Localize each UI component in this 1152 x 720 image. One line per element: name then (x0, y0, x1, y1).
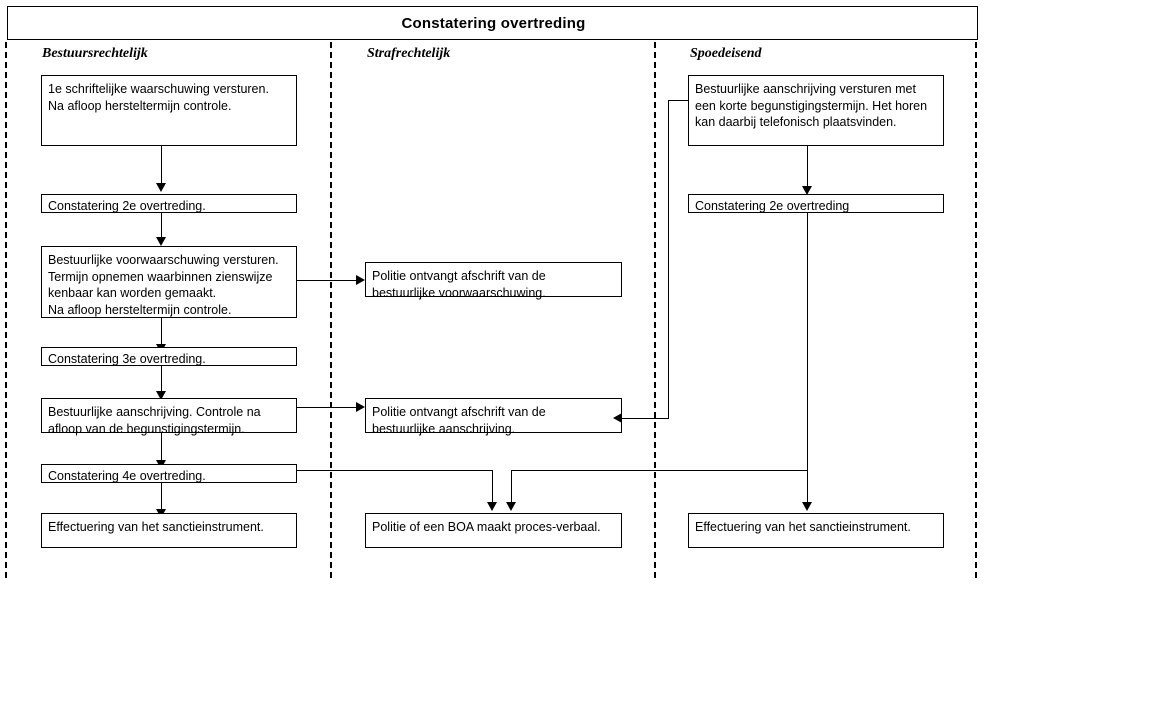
node-s1-line2: bestuurlijke voorwaarschuwing. (372, 285, 546, 300)
node-b7-line1: Effectuering van het sanctieinstrument. (48, 520, 264, 534)
node-b6-line1: Constatering 4e overtreding. (48, 469, 206, 483)
lane-divider-right-border (975, 42, 977, 578)
node-b3: Bestuurlijke voorwaarschuwing versturen.… (41, 246, 297, 318)
node-p2-line1: Constatering 2e overtreding (695, 199, 850, 213)
node-b2: Constatering 2e overtreding. (41, 194, 297, 213)
lane-label-spoedeisend: Spoedeisend (690, 46, 762, 61)
connector-p1-s2-segment3 (622, 418, 669, 419)
arrowhead-b6-s3 (487, 502, 497, 511)
node-b4-line1: Constatering 3e overtreding. (48, 352, 206, 366)
connector-p2-s3-horizontal (511, 470, 808, 471)
arrowhead-p1-s2 (613, 413, 622, 423)
node-b5-line2: afloop van de begunstigingstermijn. (48, 421, 245, 436)
node-b3-line2: Termijn opnemen waarbinnen zienswijze (48, 269, 273, 284)
node-p3: Effectuering van het sanctieinstrument. (688, 513, 944, 548)
connector-b6-b7 (161, 483, 162, 511)
connector-b6-s3-vertical (492, 470, 493, 504)
lane-label-strafrechtelijk: Strafrechtelijk (367, 46, 451, 61)
node-s2-line2: bestuurlijke aanschrijving. (372, 421, 516, 436)
arrowhead-b5-s2 (356, 402, 365, 412)
node-s2: Politie ontvangt afschrift van de bestuu… (365, 398, 622, 436)
connector-p1-s2-segment1 (668, 100, 689, 101)
page-title: Constatering overtreding (401, 15, 586, 32)
node-s3-line1: Politie of een BOA maakt proces-verbaal. (372, 520, 601, 534)
connector-b3-s1 (297, 280, 358, 281)
node-b3-line4: Na afloop hersteltermijn controle. (48, 302, 232, 317)
node-b5: Bestuurlijke aanschrijving. Controle na … (41, 398, 297, 436)
lane-label-bestuursrechtelijk: Bestuursrechtelijk (42, 46, 148, 61)
arrowhead-b2-b3 (156, 237, 166, 246)
arrowhead-p2-p3 (802, 502, 812, 511)
node-s2-line1: Politie ontvangt afschrift van de (372, 405, 546, 419)
node-b5-line1: Bestuurlijke aanschrijving. Controle na (48, 405, 261, 419)
node-p1-line1: Bestuurlijke aanschrijving versturen met (695, 82, 916, 96)
connector-b5-s2 (297, 407, 358, 408)
connector-p1-p2 (807, 146, 808, 188)
connector-b4-b5 (161, 366, 162, 393)
node-p2: Constatering 2e overtreding (688, 194, 944, 213)
connector-p1-s2-segment2 (668, 100, 669, 418)
node-b3-line3: kenbaar kan worden gemaakt. (48, 286, 217, 300)
connector-b5-b6 (161, 433, 162, 462)
node-s3: Politie of een BOA maakt proces-verbaal. (365, 513, 622, 548)
lane-divider-left-border (5, 42, 7, 578)
connector-b2-b3 (161, 213, 162, 239)
connector-p2-s3-vertical (511, 470, 512, 504)
connector-b1-b2 (161, 146, 162, 185)
arrowhead-b1-b2 (156, 183, 166, 192)
header-box: Constatering overtreding (7, 6, 978, 40)
arrowhead-b4-b5 (156, 391, 166, 400)
lane-divider-2 (654, 42, 656, 578)
node-b1-line2: Na afloop hersteltermijn controle. (48, 98, 232, 113)
node-b6: Constatering 4e overtreding. (41, 464, 297, 483)
lane-divider-1 (330, 42, 332, 578)
connector-b3-b4 (161, 318, 162, 346)
node-b2-line1: Constatering 2e overtreding. (48, 199, 206, 213)
node-b7: Effectuering van het sanctieinstrument. (41, 513, 297, 548)
node-s1: Politie ontvangt afschrift van de bestuu… (365, 262, 622, 300)
node-b1: 1e schriftelijke waarschuwing versturen.… (41, 75, 297, 146)
node-b1-line1: 1e schriftelijke waarschuwing versturen. (48, 82, 269, 96)
node-p1-line3: kan daarbij telefonisch plaatsvinden. (695, 115, 897, 129)
node-b3-line1: Bestuurlijke voorwaarschuwing versturen. (48, 253, 279, 267)
node-p3-line1: Effectuering van het sanctieinstrument. (695, 520, 911, 534)
node-b4: Constatering 3e overtreding. (41, 347, 297, 366)
arrowhead-p1-p2 (802, 186, 812, 195)
node-p1-line2: een korte begunstigingstermijn. Het hore… (695, 98, 928, 113)
arrowhead-b3-s1 (356, 275, 365, 285)
node-p1: Bestuurlijke aanschrijving versturen met… (688, 75, 944, 146)
arrowhead-p2-s3 (506, 502, 516, 511)
connector-b6-s3-horizontal (297, 470, 493, 471)
connector-p2-p3 (807, 213, 808, 504)
node-s1-line1: Politie ontvangt afschrift van de (372, 269, 546, 283)
